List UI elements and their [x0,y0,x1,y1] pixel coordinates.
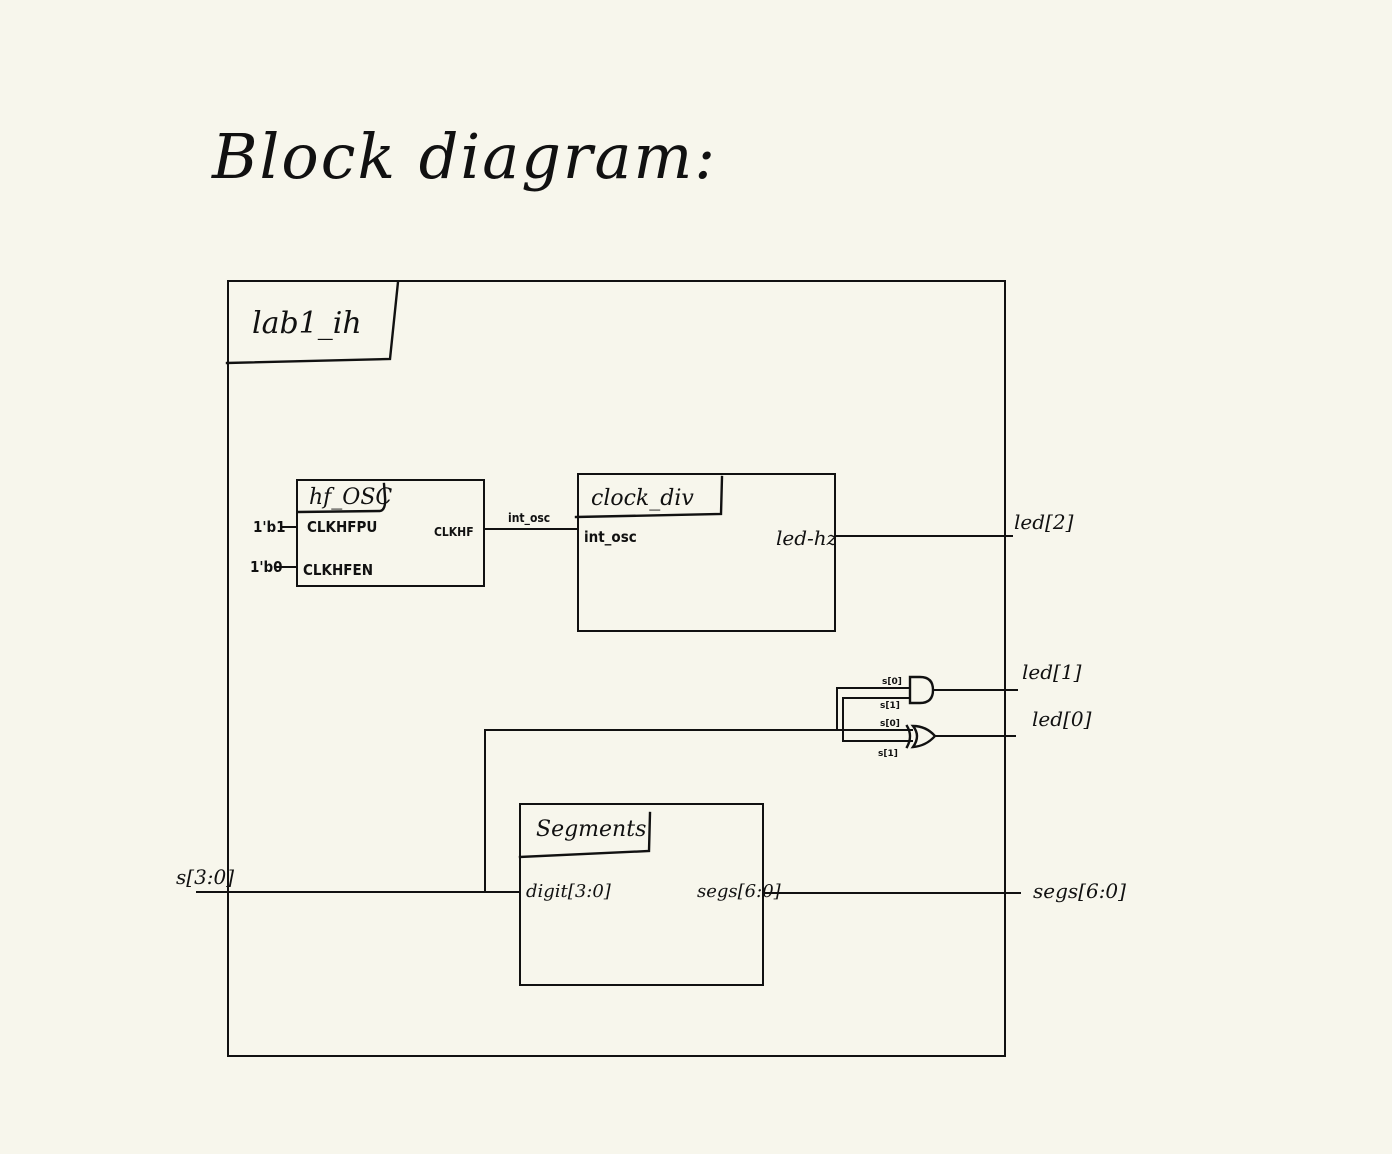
hf-osc-port-clkhfpu: CLKHFPU [307,518,377,536]
output-led-1-label: led[1] [1022,660,1082,684]
clock-div-block: clock_div int_osc led-hz [574,473,838,632]
xor-in-s1-label: s[1] [878,749,898,759]
xor-in-s0-label: s[0] [880,719,900,729]
hf-osc-port-clkhf: CLKHF [434,525,474,539]
and-gate-icon [908,675,935,705]
const-1b0-label: 1'b0 [250,558,283,576]
hf-osc-border [296,479,485,587]
and-in-s1-label: s[1] [880,701,900,711]
hf-osc-port-clkhfen: CLKHFEN [303,561,373,579]
segments-port-digit: digit[3:0] [526,881,612,902]
segments-border [519,803,764,986]
diagram-title: Block diagram: [211,120,717,193]
wire-and-in-s0 [836,687,911,731]
hf-osc-block: hf_OSC CLKHFPU CLKHFEN CLKHF 1'b1 1'b0 [250,479,485,587]
xor-gate-extra-arc-icon [905,724,912,749]
segments-name: Segments [536,817,646,842]
top-module-lab1-ih: lab1_ih [225,280,1006,1057]
xor-gate-icon [910,724,937,749]
wire-s-bus-tap [484,729,844,891]
segments-port-segs: segs[6:0] [697,881,782,902]
segments-block: Segments digit[3:0] segs[6:0] [518,803,782,986]
clock-div-port-int-osc: int_osc [584,528,637,546]
top-module-border [227,280,1006,1057]
hf-osc-name: hf_OSC [309,485,392,510]
top-module-name-tab [225,280,400,365]
and-in-s0-label: s[0] [882,677,902,687]
logic-gates: s[0] s[1] s[0] s[1] led[1] led[0] [484,660,1092,891]
clock-div-name-tab [574,475,724,519]
clock-div-border [577,473,836,632]
hf-osc-name-tab [296,482,387,514]
input-s-label: s[3:0] [176,865,234,889]
const-1b1-label: 1'b1 [253,518,286,536]
output-segs-label: segs[6:0] [1033,879,1126,903]
top-module-name: lab1_ih [252,306,362,341]
output-led-2-label: led[2] [1014,510,1074,534]
wire-and-in-s1 [842,697,911,742]
output-led-0-label: led[0] [1032,707,1092,731]
clock-div-name: clock_div [591,486,694,511]
wire-int-osc-label: int_osc [508,511,550,526]
segments-name-tab [518,811,652,859]
clock-div-port-led-hz: led-hz [776,526,838,550]
